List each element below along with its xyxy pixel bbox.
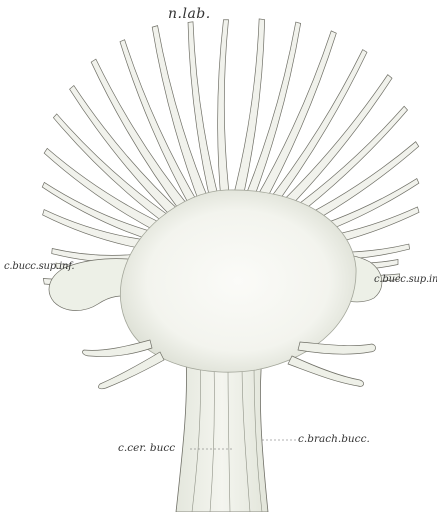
leader-lines <box>0 0 437 512</box>
